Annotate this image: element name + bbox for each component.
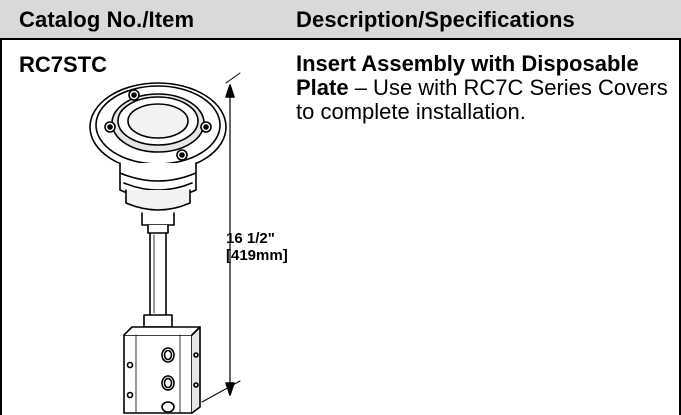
description-title: Insert Assembly with Disposable Plate	[296, 51, 639, 100]
catalog-column-header: Catalog No./Item	[19, 7, 195, 32]
table-right-border	[679, 40, 681, 415]
description-text: Insert Assembly with Disposable Plate – …	[296, 52, 671, 124]
description-column-header: Description/Specifications	[296, 7, 575, 32]
description-body: – Use with RC7C Series Covers to complet…	[296, 75, 668, 124]
dimension-inches: 16 1/2"	[226, 230, 275, 247]
dimension-label: 16 1/2" [419mm]	[226, 230, 288, 264]
dimension-millimeters: [419mm]	[226, 247, 288, 264]
insert-assembly-drawing-icon	[89, 72, 241, 414]
catalog-number: RC7STC	[19, 52, 108, 77]
table-header: Catalog No./Item Description/Specificati…	[0, 0, 681, 40]
table-left-border	[0, 40, 2, 415]
